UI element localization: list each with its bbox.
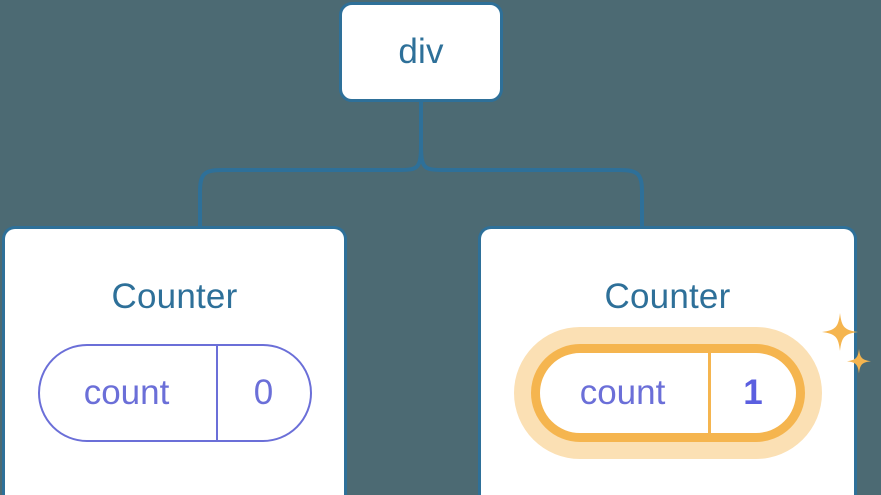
state-pill-right-key: count (579, 373, 666, 412)
state-pill-right-divider (707, 353, 711, 433)
node-counter-right-label: Counter (604, 277, 731, 316)
sparkle-group (821, 313, 871, 374)
connector-branch-right (419, 144, 644, 226)
state-pill-right-value: 1 (743, 373, 763, 412)
state-pill-left-value: 0 (253, 373, 274, 412)
node-div-label: div (398, 32, 444, 71)
sparkle-large-icon (821, 313, 858, 351)
state-pill-left[interactable]: count 0 (37, 344, 312, 442)
node-counter-right[interactable]: Counter count 1 (478, 226, 871, 495)
state-pill-left-divider (215, 346, 218, 440)
state-pill-left-key: count (83, 373, 170, 412)
node-counter-left-label: Counter (111, 277, 238, 316)
connector-branch-left (198, 144, 423, 226)
node-counter-left[interactable]: Counter count 0 (2, 226, 347, 495)
node-div[interactable]: div (339, 2, 503, 102)
state-pill-left-wrapper: count 0 (37, 344, 312, 442)
state-pill-right-wrapper: count 1 (513, 313, 871, 459)
state-pill-right[interactable]: count 1 (530, 344, 805, 442)
sparkle-small-icon (846, 349, 871, 374)
